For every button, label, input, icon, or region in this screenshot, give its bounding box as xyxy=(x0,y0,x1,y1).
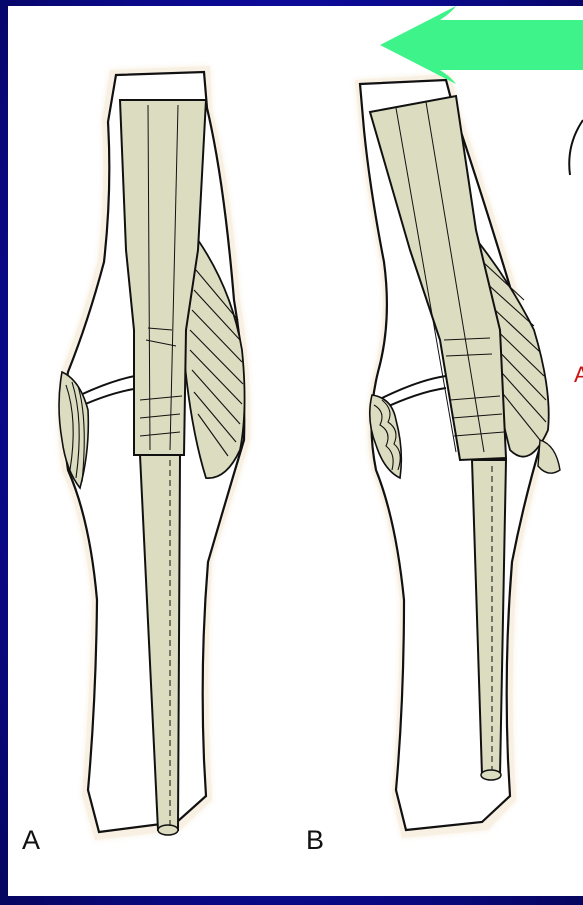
figure-label-b: B xyxy=(306,825,324,856)
finger-b xyxy=(355,74,560,838)
figure-label-a: A xyxy=(22,825,40,856)
finger-a xyxy=(58,66,250,840)
clipped-annotation-mark: A xyxy=(574,362,583,388)
